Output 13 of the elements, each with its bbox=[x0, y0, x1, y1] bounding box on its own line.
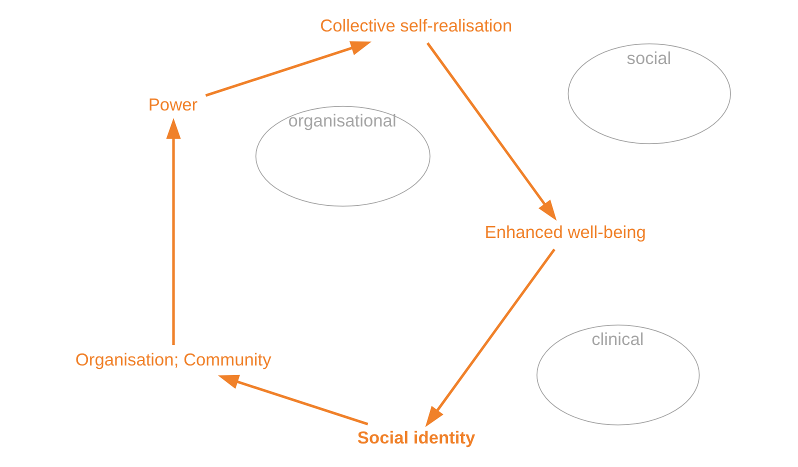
arrow bbox=[204, 41, 372, 97]
node-text: Collective self-realisation bbox=[320, 16, 512, 36]
node-text: Enhanced well-being bbox=[484, 222, 646, 242]
node-ellipse: social bbox=[567, 43, 730, 144]
arrow bbox=[424, 248, 555, 428]
arrow bbox=[426, 42, 556, 221]
arrow bbox=[217, 374, 368, 426]
node-ellipse: organisational bbox=[254, 106, 430, 207]
node-text: Social identity bbox=[356, 427, 475, 448]
node-text: Organisation; Community bbox=[74, 349, 271, 370]
node-ellipse: clinical bbox=[536, 324, 700, 426]
node-text: Power bbox=[148, 94, 198, 114]
arrow bbox=[166, 118, 180, 346]
